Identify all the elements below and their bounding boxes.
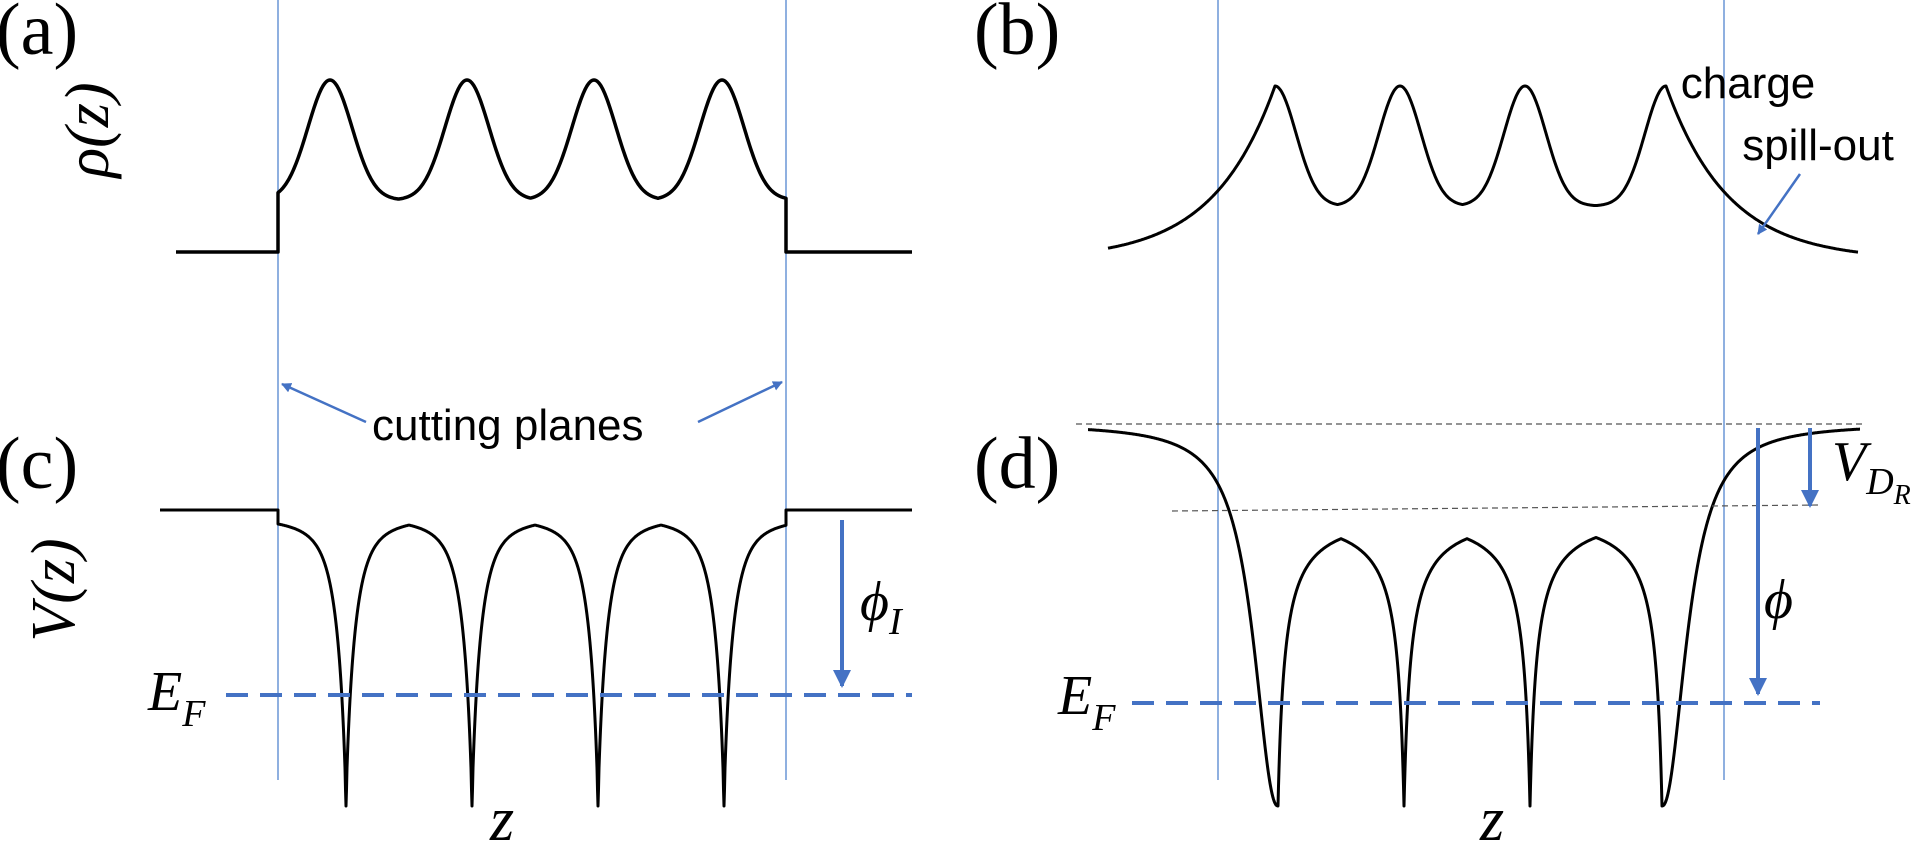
charge-density-curve-a [176, 78, 912, 254]
charge-density-curve-b [1107, 84, 1859, 254]
work-function-label-c: ϕI [860, 571, 904, 643]
z-axis-label-left: z [489, 786, 514, 844]
cutting-planes-arrow-left [281, 382, 367, 424]
potential-curve-d [1087, 427, 1861, 808]
charge-spillout-label-line2: spill-out [1742, 121, 1894, 170]
z-axis-label-right: z [1479, 786, 1504, 844]
cutting-planes-arrow-right [697, 380, 783, 424]
cutting-planes-label: cutting planes [372, 401, 644, 450]
panel-label-c: (c) [0, 423, 78, 505]
potential-curve-c [160, 508, 912, 808]
fermi-level-label-d: EF [1057, 665, 1116, 739]
charge-spillout-label-line1: charge [1681, 59, 1816, 108]
surface-barrier-dashed-line [1171, 504, 1821, 512]
panel-label-d: (d) [974, 423, 1060, 505]
work-function-label-d: ϕ [1764, 569, 1793, 631]
charge-spillout-arrow [1756, 173, 1802, 235]
panel-label-a: (a) [0, 0, 78, 71]
rho-axis-label: ρ(z) [54, 82, 122, 179]
fermi-level-label-c: EF [147, 661, 206, 735]
surface-dipole-label: VDR [1832, 431, 1911, 511]
panel-label-b: (b) [974, 0, 1060, 71]
v-axis-label: V(z) [20, 538, 88, 641]
